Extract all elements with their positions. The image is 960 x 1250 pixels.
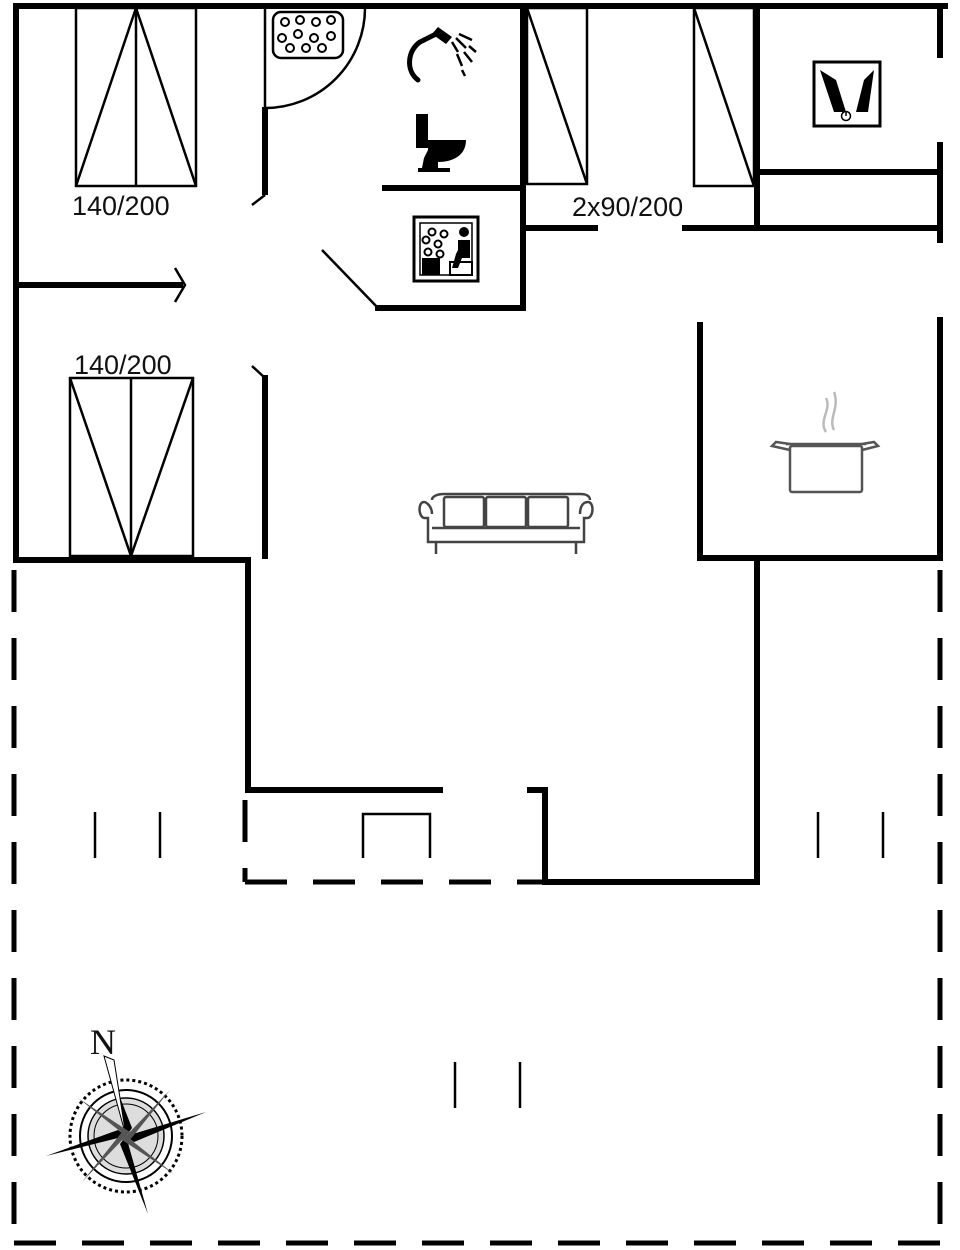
shower-icon <box>407 27 477 83</box>
compass-north-label: N <box>90 1022 116 1062</box>
compass-rose-icon: N <box>46 1022 206 1214</box>
sofa-icon <box>418 492 594 554</box>
sauna-icon <box>412 215 480 283</box>
whirlpool-icon <box>271 10 345 60</box>
cooking-pot-icon <box>769 391 881 494</box>
bathroom-door-swing <box>263 7 367 110</box>
exterior-walls <box>13 3 948 885</box>
bed-bedroom-1 <box>74 4 198 188</box>
washing-machine-icon <box>812 60 882 128</box>
interior-walls <box>13 3 943 561</box>
terrace-outline <box>11 570 943 1246</box>
toilet-icon <box>416 114 466 172</box>
bed-bedroom-2 <box>68 376 195 560</box>
bed-bedroom-3-left <box>525 6 589 186</box>
bed-bedroom-3-right <box>692 6 756 188</box>
bed-size-label-bedroom-1: 140/200 <box>72 191 170 221</box>
bed-size-label-bedroom-3: 2x90/200 <box>572 192 683 222</box>
bed-size-label-bedroom-2: 140/200 <box>74 350 172 380</box>
